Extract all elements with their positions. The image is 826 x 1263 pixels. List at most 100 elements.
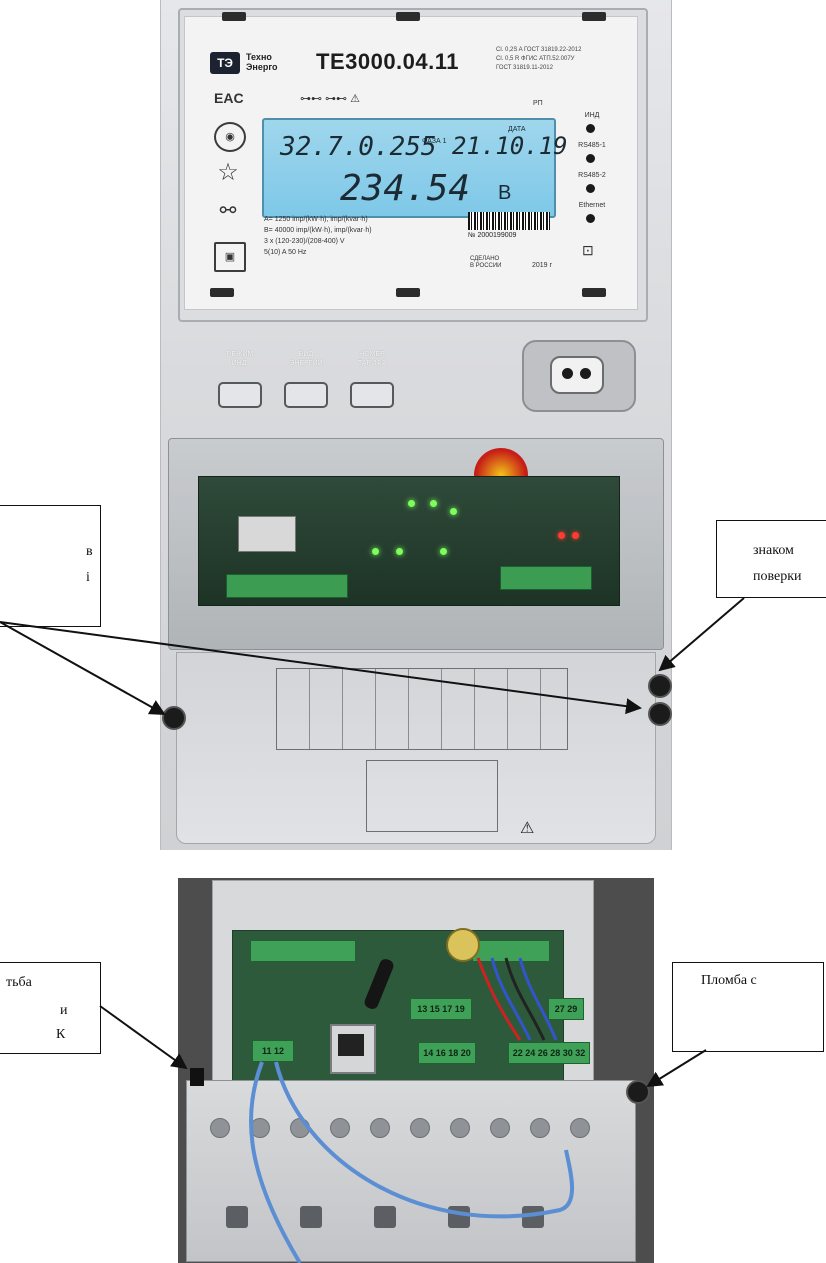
spec-line: B= 40000 imp/(kW·h), imp/(kvar·h): [264, 227, 372, 234]
terminal-hole: [370, 1118, 390, 1138]
callout-text: К: [56, 1027, 66, 1042]
energy-type-button[interactable]: [284, 382, 328, 408]
terminal-numbers: 13 15 17 19: [410, 998, 472, 1020]
pointer-arrow: [99, 1005, 188, 1070]
terminal-screw: [300, 1206, 322, 1228]
wiring-diagram-label: [276, 668, 568, 750]
status-led-red: [572, 532, 579, 539]
terminal-hole: [530, 1118, 550, 1138]
button-label-line: ТАРИФА: [357, 360, 387, 367]
meter-specs: A= 1250 imp/(kW·h), imp/(kvar·h) B= 4000…: [264, 214, 372, 258]
tariff-number-button[interactable]: [350, 382, 394, 408]
seal-screw-right: [626, 1080, 650, 1104]
star-icon: ☆: [217, 159, 239, 186]
terminal-block: [250, 940, 356, 962]
terminal-hole: [490, 1118, 510, 1138]
status-led-green: [396, 548, 403, 555]
clip-tab: [210, 288, 234, 297]
terminal-screw: [226, 1206, 248, 1228]
terminal-block: [226, 574, 348, 598]
gost-line: Cl. 0,2S A ГОСТ 31819.22-2012: [496, 47, 582, 53]
pointer-arrow: [646, 1049, 707, 1088]
indicator-led: [586, 184, 595, 193]
blue-cable: [274, 1061, 575, 1219]
callout-box-left: в і: [0, 505, 101, 627]
rs-label: РП: [533, 100, 543, 107]
lcd-unit: В: [498, 182, 512, 204]
button-label: ВИД ЭНЕРГИИ: [276, 350, 336, 368]
button-label-line: РЕЖИМ: [226, 351, 254, 358]
clip-tab: [582, 288, 606, 297]
indicator-label: ИНД: [584, 112, 600, 119]
lcd-date-label: ДАТА: [508, 126, 526, 133]
seal-screw-left: [162, 706, 186, 730]
callout-text: Пломба с: [701, 973, 757, 988]
callout-box-right: Пломба с: [672, 962, 824, 1052]
terminal-housing: [186, 1080, 636, 1262]
ethernet-jack: [338, 1034, 364, 1056]
gost-line: ГОСТ 31819.11-2012: [496, 65, 553, 71]
status-led-green: [450, 508, 457, 515]
mode-button[interactable]: [218, 382, 262, 408]
sim-holder: [238, 516, 296, 552]
blue-cable: [248, 1061, 302, 1263]
connection-schematic: [366, 760, 498, 832]
brand-line: Техно: [246, 52, 272, 62]
blue-wire: [490, 957, 532, 1041]
indicator-led: [586, 124, 595, 133]
indicator-label: RS485-2: [578, 172, 606, 179]
spec-line: 5(10) A 50 Hz: [264, 249, 307, 256]
indicator-label: RS485-1: [578, 142, 606, 149]
status-led-green: [372, 548, 379, 555]
clip-tab: [582, 12, 606, 21]
terminal-numbers: 11 12: [252, 1040, 294, 1062]
pointer-arrow: [658, 597, 745, 672]
optical-dot: [580, 368, 591, 379]
button-label-line: ВИД: [298, 351, 314, 358]
callout-text: в: [86, 544, 93, 559]
indicator-led: [586, 214, 595, 223]
optical-dot: [562, 368, 573, 379]
status-led-red: [558, 532, 565, 539]
warning-icon: ⚠: [520, 820, 535, 837]
terminal-numbers: 27 29: [548, 998, 584, 1020]
pointer-arrow: [0, 621, 642, 715]
button-label: РЕЖИМ ИНД.: [210, 350, 270, 368]
lcd-display: [262, 118, 556, 218]
manufacturer-logo: ТЭ: [210, 52, 240, 74]
clip-tab: [222, 12, 246, 21]
double-insulation-icon: ▣: [214, 242, 246, 272]
meter-model: ТЕ3000.04.11: [316, 49, 460, 74]
callout-text: и: [60, 1003, 68, 1018]
made-line: СДЕЛАНО: [470, 256, 500, 262]
button-label-line: НОМЕР: [359, 351, 385, 358]
indicator-label: Ethernet: [578, 202, 606, 209]
optical-port-inner: [550, 356, 604, 394]
clip-tab: [396, 12, 420, 21]
button-label-line: ЭНЕРГИИ: [289, 360, 323, 367]
black-wire: [504, 957, 546, 1041]
callout-box-right: знаком поверки: [716, 520, 826, 598]
lcd-phase-label: ФАЗА 1: [422, 138, 447, 145]
battery-cell: [446, 928, 480, 962]
callout-text: і: [86, 570, 90, 585]
pointer-arrow: [0, 621, 166, 715]
terminal-hole: [210, 1118, 230, 1138]
spec-line: 3 x (120-230)/(208-400) V: [264, 238, 345, 245]
lcd-obis-code: 32.7.0.255: [280, 132, 437, 162]
brand-line: Энерго: [246, 62, 278, 72]
certification-icon: ◉: [214, 122, 246, 152]
status-led-green: [440, 548, 447, 555]
serial-number: № 2000199009: [468, 232, 517, 239]
terminal-hole: [450, 1118, 470, 1138]
ethernet-port-icon: ⊡: [582, 242, 594, 258]
gost-text: Cl. 0,2S A ГОСТ 31819.22-2012 Cl. 0,5 R …: [496, 46, 636, 73]
terminal-screw: [374, 1206, 396, 1228]
lcd-value: 234.54: [340, 168, 471, 209]
button-label: НОМЕР ТАРИФА: [342, 350, 402, 368]
terminal-screw: [522, 1206, 544, 1228]
eac-mark: EAC: [214, 90, 244, 106]
made-line: В РОССИИ: [470, 263, 502, 269]
callout-text: тьба: [6, 975, 32, 990]
